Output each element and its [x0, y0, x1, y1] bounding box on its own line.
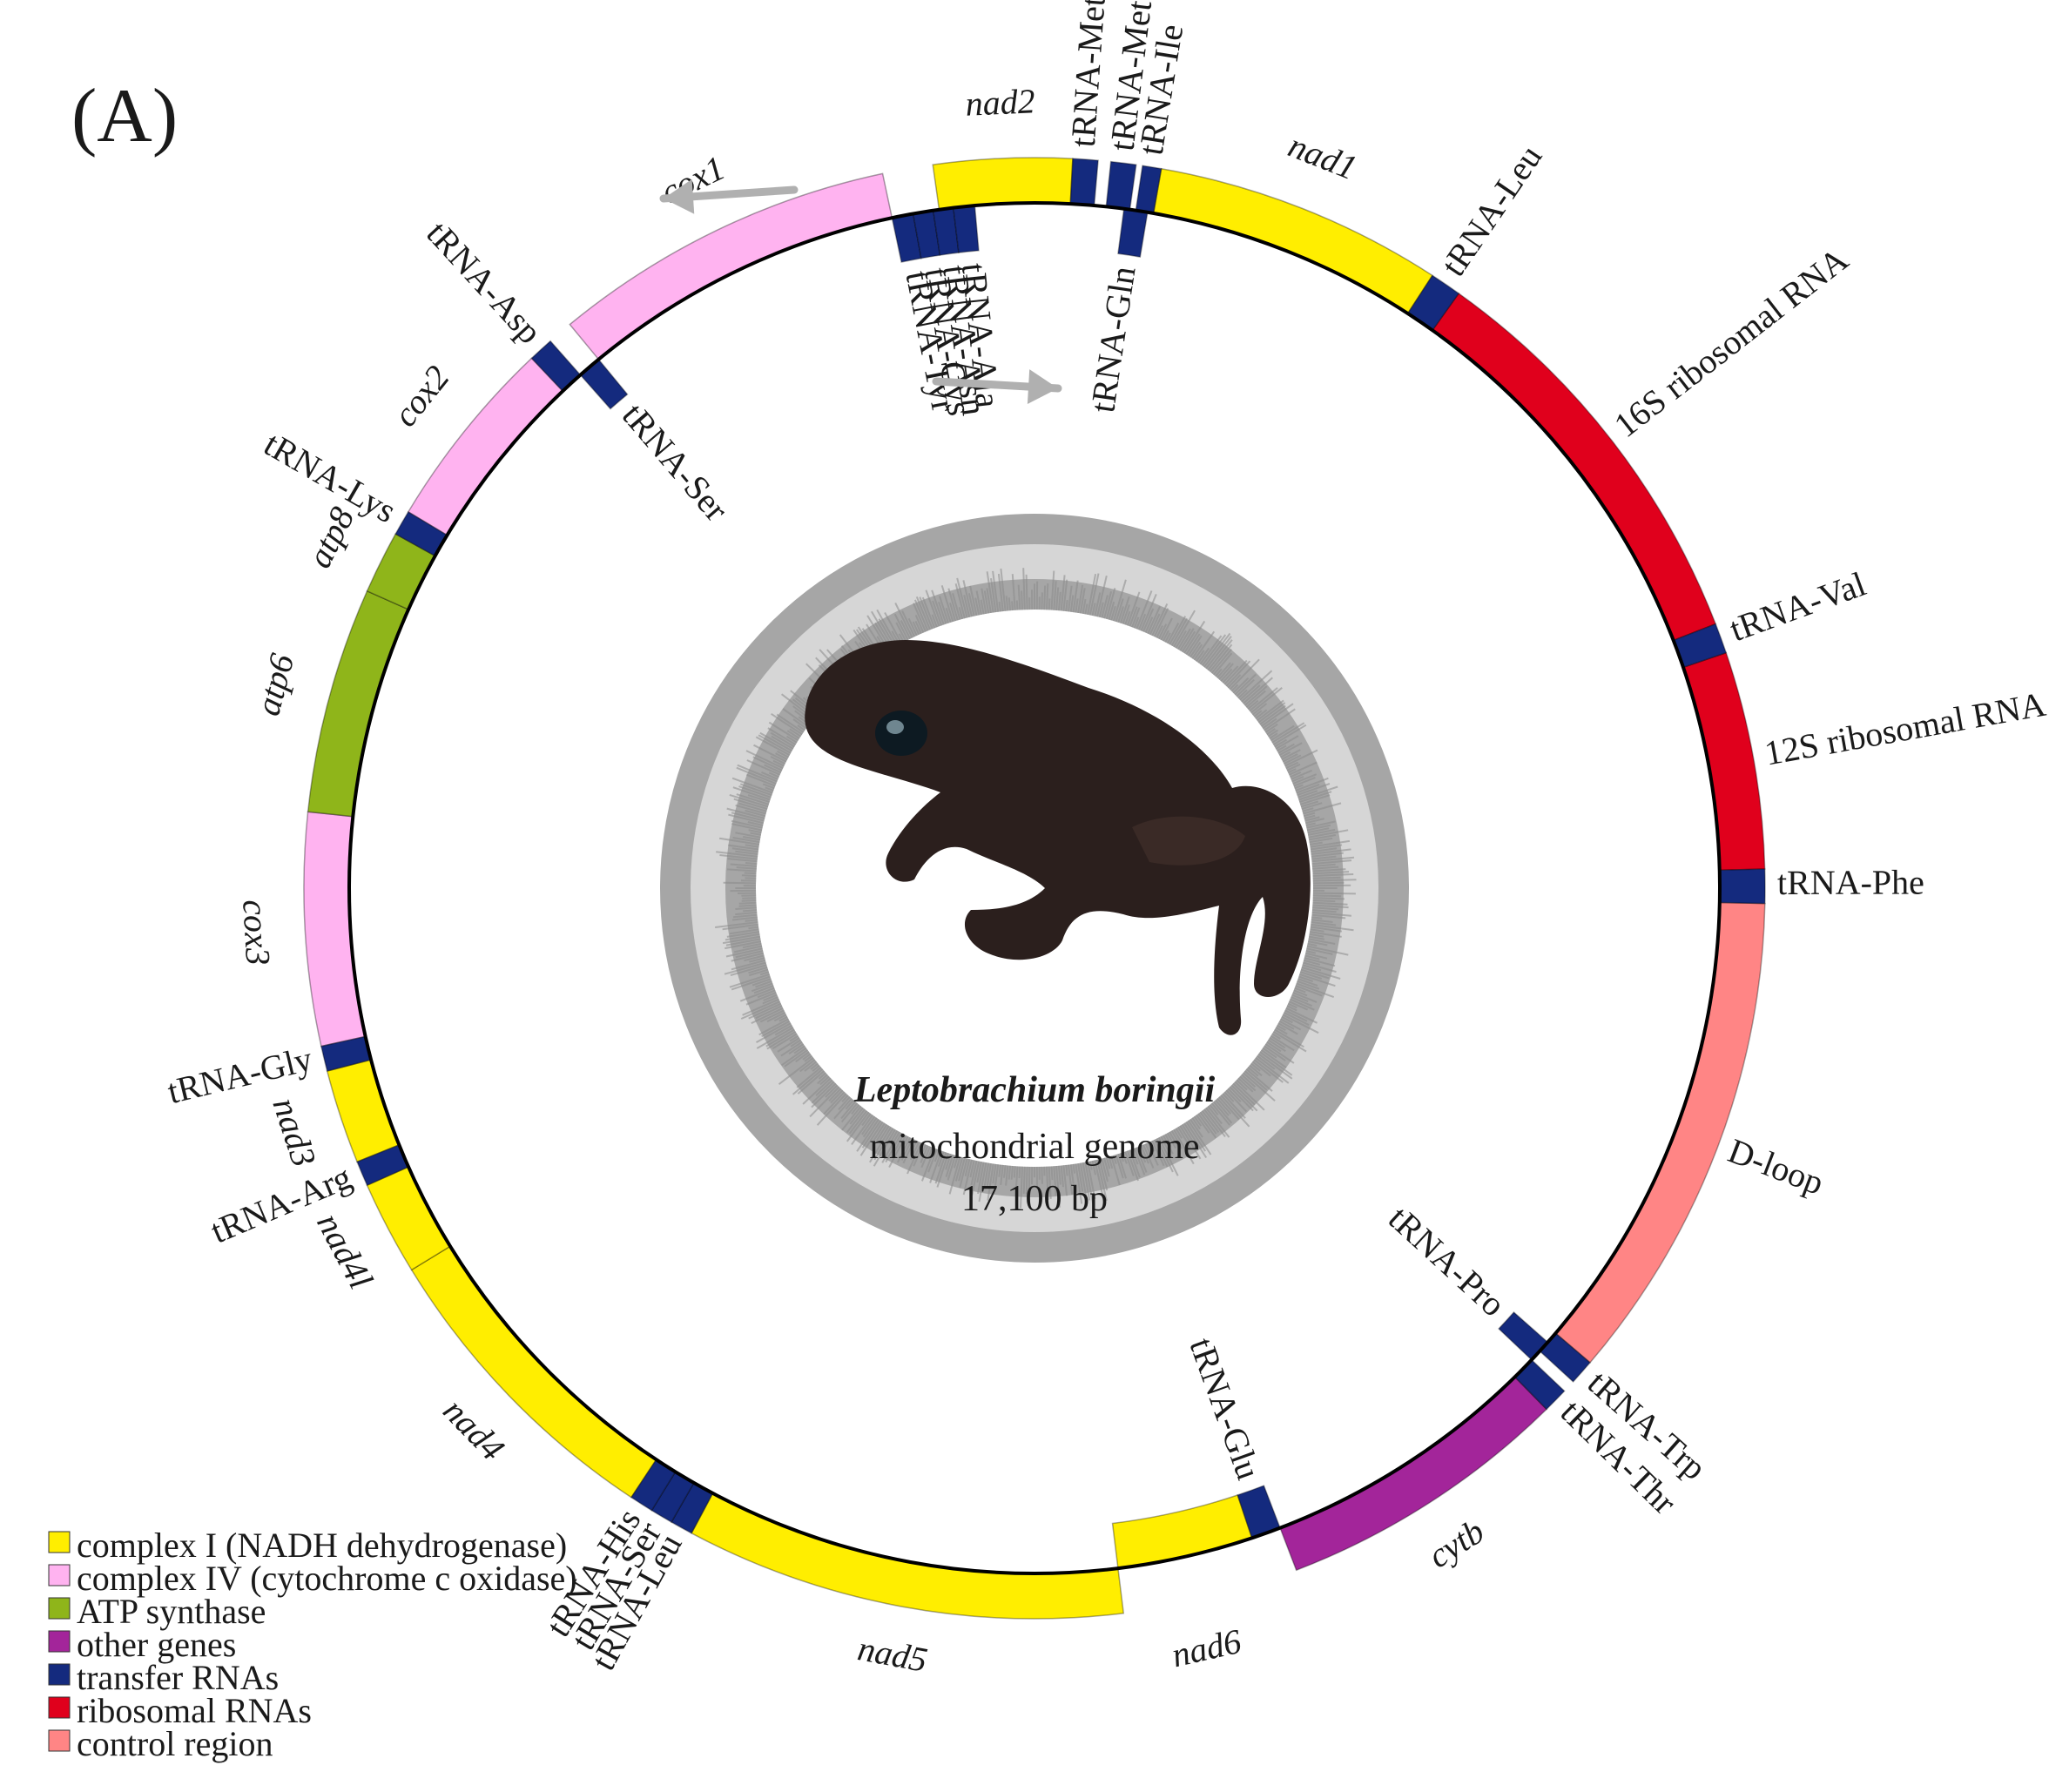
gene-arc-trna-met	[1105, 160, 1137, 211]
gene-arc-nad5	[691, 1492, 1125, 1620]
legend-label: ribosomal RNAs	[77, 1691, 312, 1730]
frog-thigh	[1132, 816, 1245, 866]
gene-label: tRNA-Phe	[1777, 863, 1924, 902]
gene-label: D-loop	[1723, 1131, 1830, 1203]
gene-label: tRNA-Glu	[1182, 1333, 1268, 1485]
gene-label: 16S ribosomal RNA	[1607, 239, 1856, 445]
gene-arc-cytb	[1279, 1376, 1548, 1572]
gene-arc-nad3	[326, 1059, 401, 1163]
legend: complex I (NADH dehydrogenase)complex IV…	[48, 1526, 577, 1763]
gene-label: tRNA-Ser	[615, 395, 737, 529]
gene-label: nad5	[855, 1628, 931, 1680]
legend-swatch	[48, 1630, 71, 1653]
gene-arc-trna-gln	[1117, 207, 1149, 258]
genome-length: 17,100 bp	[961, 1179, 1108, 1219]
legend-swatch	[48, 1696, 71, 1719]
gene-arc-nad4l	[366, 1166, 452, 1271]
gene-label: tRNA-Leu	[1433, 138, 1549, 283]
backbone-circle	[347, 201, 1722, 1575]
arrow-clockwise-head	[1027, 369, 1058, 405]
gene-arc-trna-met	[1069, 158, 1099, 206]
legend-swatch	[48, 1729, 71, 1752]
gene-label: cox2	[385, 358, 456, 434]
gene-label: cox3	[235, 899, 278, 967]
frog-body	[805, 640, 1311, 1035]
gene-label: tRNA-Gln	[1082, 264, 1142, 415]
legend-swatch	[48, 1564, 71, 1587]
legend-swatch	[48, 1597, 71, 1620]
legend-label: complex I (NADH dehydrogenase)	[77, 1526, 567, 1565]
gene-label: nad4l	[309, 1207, 381, 1296]
arrow-counterclockwise-head	[664, 179, 695, 214]
gene-label: tRNA-Val	[1724, 564, 1870, 650]
legend-label: control region	[77, 1724, 273, 1763]
genome-backbone	[347, 201, 1722, 1575]
legend-label: other genes	[77, 1625, 236, 1664]
strand-direction-arrows	[659, 179, 1062, 405]
gene-arc-trna-phe	[1718, 868, 1766, 905]
panel-label: (A)	[71, 74, 178, 158]
frog-eye-highlight	[886, 720, 904, 734]
genome-subtitle: mitochondrial genome	[869, 1127, 1199, 1167]
legend-label: complex IV (cytochrome c oxidase)	[77, 1559, 577, 1598]
gene-label: nad3	[265, 1093, 324, 1171]
gene-label: 12S ribosomal RNA	[1762, 684, 2049, 773]
gene-arc-cox1	[569, 172, 893, 360]
gene-label: tRNA-Pro	[1381, 1198, 1513, 1324]
gene-label: cytb	[1421, 1512, 1491, 1576]
gene-label: nad4	[435, 1391, 512, 1468]
gene-arc-12s-ribosomal-rna	[1682, 651, 1766, 872]
legend-label: ATP synthase	[77, 1592, 266, 1631]
legend-swatch	[48, 1531, 71, 1553]
gene-label: nad6	[1168, 1621, 1244, 1675]
gene-arc-nad4	[410, 1245, 657, 1499]
gene-label: nad1	[1284, 125, 1363, 187]
legend-label: transfer RNAs	[77, 1658, 279, 1697]
gene-label: tRNA-Asp	[419, 213, 549, 351]
legend-swatch	[48, 1663, 71, 1686]
species-name: Leptobrachium boringii	[853, 1070, 1216, 1110]
gene-label: atp6	[247, 650, 301, 719]
gene-arcs	[303, 157, 1766, 1620]
gene-arc-nad1	[1152, 167, 1433, 315]
gc-ring-inner-band	[691, 544, 1378, 1232]
gene-label: nad2	[965, 81, 1036, 123]
frog-illustration	[805, 640, 1311, 1035]
gene-arc-cox3	[303, 811, 367, 1048]
frog-eye	[875, 711, 927, 756]
